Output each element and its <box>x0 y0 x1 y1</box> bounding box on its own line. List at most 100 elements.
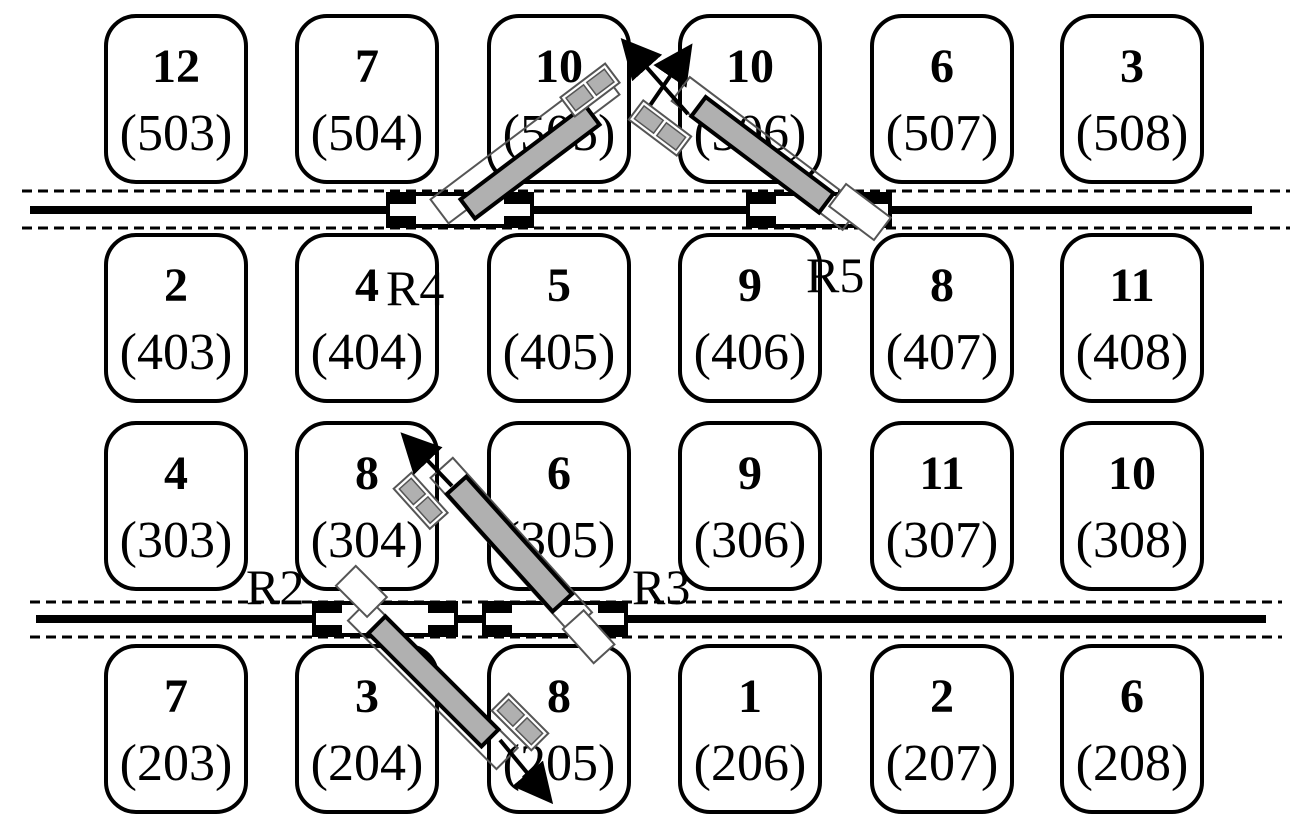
storage-cell-count: 9 <box>738 259 762 312</box>
storage-cell-box <box>295 644 439 814</box>
storage-cell: 3 (204) <box>295 644 439 814</box>
robot-r3-wheel <box>598 603 626 613</box>
storage-cell: 3 (508) <box>1060 14 1204 184</box>
storage-cell-count: 12 <box>152 40 200 93</box>
storage-cell: 2(403) <box>104 233 248 403</box>
storage-cell-count: 1 <box>738 670 762 723</box>
storage-cell: 6 (208) <box>1060 644 1204 814</box>
robot-r2-wheel <box>428 603 456 613</box>
storage-cell: 8 (407) <box>870 233 1014 403</box>
storage-cell-box <box>104 14 248 184</box>
storage-cell-slot: (508) <box>1076 105 1189 162</box>
storage-cell: 2(207) <box>870 644 1014 814</box>
storage-cell-box <box>104 421 248 591</box>
storage-cell-slot: (408) <box>1076 324 1189 381</box>
robot-r3-arm <box>444 473 575 615</box>
storage-cell-box <box>870 421 1014 591</box>
storage-cell-box <box>295 233 439 403</box>
storage-cell-count: 3 <box>1120 40 1144 93</box>
storage-cell-count: 4 <box>164 447 188 500</box>
robot-r5: R5 <box>620 38 893 303</box>
robot-r2-wheel <box>314 625 342 635</box>
robot-r5-label: R5 <box>806 247 864 303</box>
storage-cell-slot: (304) <box>311 512 424 569</box>
storage-cell-box <box>487 14 631 184</box>
storage-cell-slot: (307) <box>886 512 999 569</box>
robot-r4-wheel <box>504 194 532 204</box>
robot-r5-wheel <box>748 216 776 226</box>
robot-r3-tote <box>398 477 427 506</box>
storage-cell-box <box>104 233 248 403</box>
storage-cell-count: 8 <box>930 259 954 312</box>
storage-cell-slot: (208) <box>1076 735 1189 792</box>
storage-cell-slot: (303) <box>120 512 233 569</box>
storage-cell-count: 4 <box>355 259 379 312</box>
robot-r4-wheel <box>388 194 416 204</box>
storage-cell-box <box>870 233 1014 403</box>
storage-cell-count: 10 <box>726 40 774 93</box>
storage-cell: 4 (303) <box>104 421 248 591</box>
robot-r2: R2 <box>246 559 554 805</box>
storage-cell-count: 10 <box>535 40 583 93</box>
storage-cell-slot: (507) <box>886 105 999 162</box>
storage-cell-box <box>678 233 822 403</box>
robot-r3-motion-arrow <box>400 432 454 488</box>
robot-r2-wheel <box>428 625 456 635</box>
storage-cell-count: 8 <box>547 670 571 723</box>
storage-cell-count: 6 <box>1120 670 1144 723</box>
storage-cell-slot: (407) <box>886 324 999 381</box>
storage-cell-box <box>678 14 822 184</box>
storage-cell: 11 (307) <box>870 421 1014 591</box>
storage-cell: 4 (404) <box>295 233 439 403</box>
storage-cell-box <box>1060 644 1204 814</box>
storage-cell-slot: (206) <box>694 735 807 792</box>
robot-r2-motion-arrow <box>498 738 554 805</box>
storage-cell-box <box>295 14 439 184</box>
robot-r4-wheel <box>504 216 532 226</box>
storage-cell: 5(405) <box>487 233 631 403</box>
robot-r5-tote <box>633 104 665 135</box>
lower-aisle <box>30 600 1282 639</box>
storage-cell-box <box>104 644 248 814</box>
storage-cell-count: 6 <box>547 447 571 500</box>
robot-r4-tote <box>585 68 616 97</box>
storage-cell-count: 3 <box>355 670 379 723</box>
storage-cell-count: 11 <box>919 447 964 500</box>
storage-cell-count: 2 <box>164 259 188 312</box>
robot-r3-wheel <box>484 625 512 635</box>
storage-cell: 7 (203) <box>104 644 248 814</box>
storage-cell: 10(308) <box>1060 421 1204 591</box>
robot-r4: R4 <box>386 43 693 316</box>
robot-r3-tote <box>415 495 444 525</box>
storage-cell-slot: (404) <box>311 324 424 381</box>
storage-cell-count: 7 <box>164 670 188 723</box>
storage-cell-box <box>487 233 631 403</box>
storage-cell-box <box>870 644 1014 814</box>
robot-r2-base-ghost <box>334 564 389 619</box>
robot-r5-tote <box>655 121 687 152</box>
robot-r3: R3 <box>392 432 690 665</box>
storage-cell: 12(503) <box>104 14 248 184</box>
storage-cell: 11(408) <box>1060 233 1204 403</box>
robot-r3-label: R3 <box>632 559 690 615</box>
robot-r5-wheel <box>862 194 890 204</box>
storage-cell-slot: (504) <box>311 105 424 162</box>
robot-r3-wheel <box>598 625 626 635</box>
storage-cell: 9(406) <box>678 233 822 403</box>
storage-cell-count: 10 <box>1108 447 1156 500</box>
robot-r2-arm <box>365 613 502 750</box>
robot-r4-label: R4 <box>386 260 444 316</box>
storage-cell-box <box>870 14 1014 184</box>
storage-cell-slot: (207) <box>886 735 999 792</box>
storage-cell-box <box>678 421 822 591</box>
storage-cell-slot: (204) <box>311 735 424 792</box>
storage-cell-box <box>1060 421 1204 591</box>
robot-r5-motion-arrow <box>620 38 690 116</box>
storage-cell: 9(306) <box>678 421 822 591</box>
robot-r2-wheel <box>314 603 342 613</box>
robot-r5-arm <box>688 94 837 216</box>
storage-cell-count: 5 <box>547 259 571 312</box>
robot-r5-base-ghost <box>827 182 893 242</box>
storage-cell-slot: (203) <box>120 735 233 792</box>
